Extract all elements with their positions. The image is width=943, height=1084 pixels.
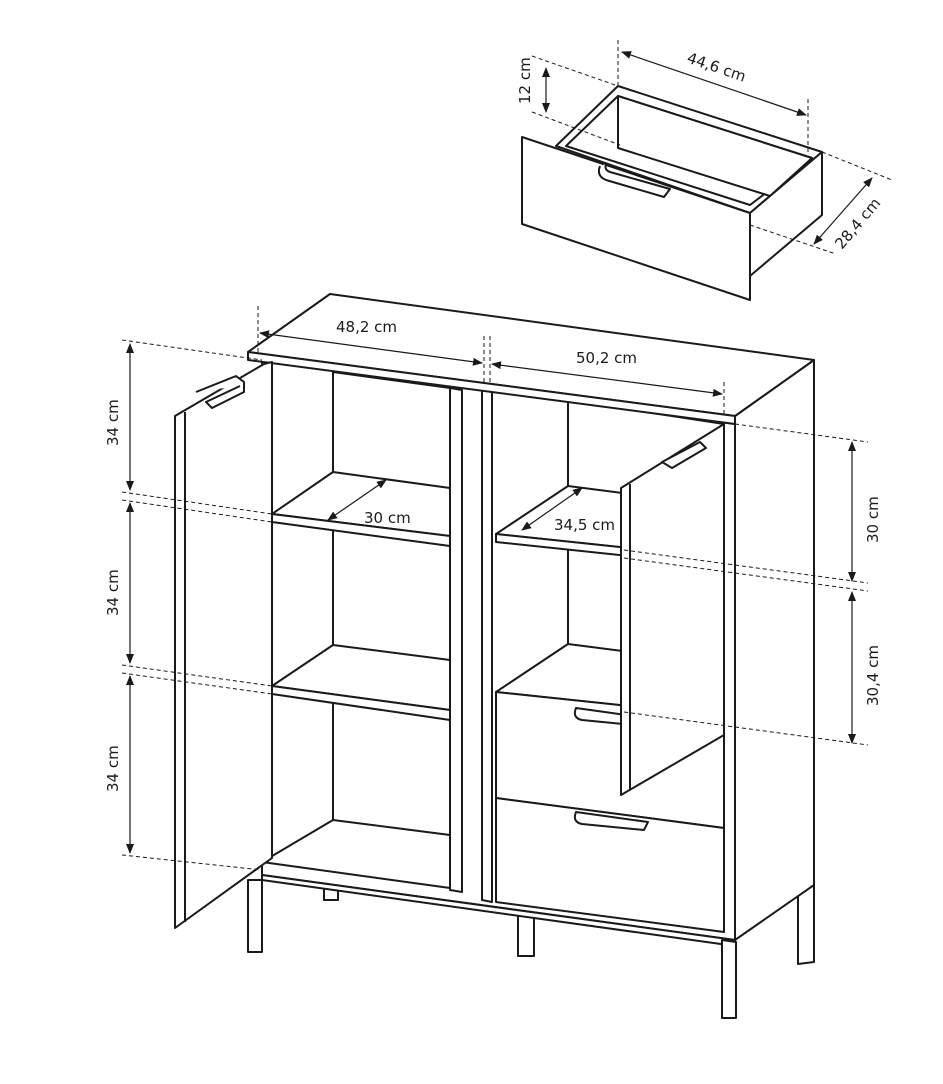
- right-lower-height-label: 30,4 cm: [864, 645, 882, 706]
- drawer-depth-label: 28,4 cm: [831, 194, 884, 252]
- right-width-label: 50,2 cm: [576, 349, 637, 367]
- left-height-label-2: 34 cm: [104, 569, 122, 616]
- cabinet-illustration: [174, 293, 815, 1019]
- left-height-label-3: 34 cm: [104, 745, 122, 792]
- cabinet-dimensions: [121, 305, 869, 871]
- drawer-dimensions: [531, 40, 893, 255]
- left-shelf-depth-label: 30 cm: [364, 509, 411, 527]
- left-height-label-1: 34 cm: [104, 399, 122, 446]
- drawer-illustration: [521, 85, 823, 301]
- drawer-height-label: 12 cm: [516, 57, 534, 104]
- left-width-label: 48,2 cm: [336, 318, 397, 336]
- right-shelf-depth-label: 34,5 cm: [554, 516, 615, 534]
- right-upper-height-label: 30 cm: [864, 496, 882, 543]
- drawer-handle: [597, 163, 671, 198]
- drawer-width-label: 44,6 cm: [685, 49, 749, 86]
